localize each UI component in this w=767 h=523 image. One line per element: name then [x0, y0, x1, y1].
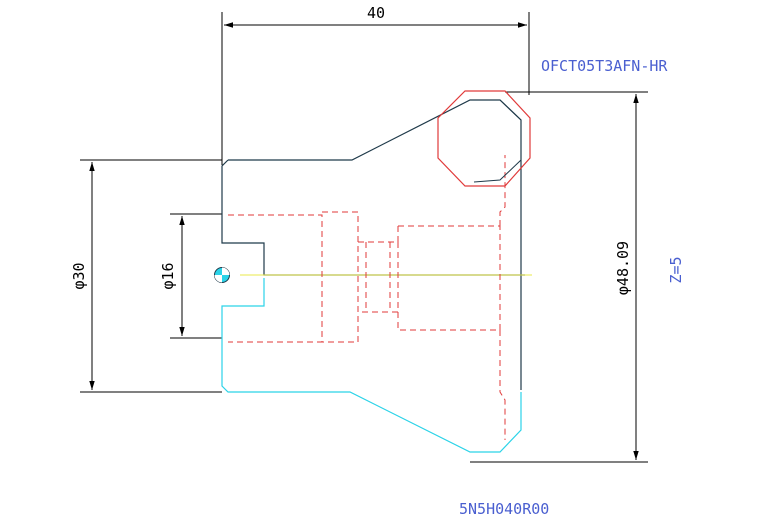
width-dimension: 40 — [221, 4, 530, 165]
teeth-count-label: Z=5 — [667, 256, 685, 283]
insert-octagon — [437, 90, 531, 187]
outer-diameter-dimension: φ48.09 — [470, 91, 648, 463]
body-diameter-dimension: φ30 — [70, 159, 222, 393]
upper-profile — [221, 99, 525, 390]
body-diameter-text: φ30 — [70, 262, 88, 289]
part-number-label: 5N5H040R00 — [459, 500, 549, 518]
insert-code-label: OFCT05T3AFN-HR — [541, 57, 668, 75]
hidden-lines — [228, 155, 506, 440]
width-dimension-text: 40 — [367, 4, 385, 22]
bore-diameter-text: φ16 — [159, 262, 177, 289]
bore-diameter-dimension: φ16 — [159, 213, 222, 339]
center-marker-icon — [214, 267, 230, 283]
outer-diameter-text: φ48.09 — [614, 241, 632, 295]
lower-profile — [221, 278, 522, 453]
